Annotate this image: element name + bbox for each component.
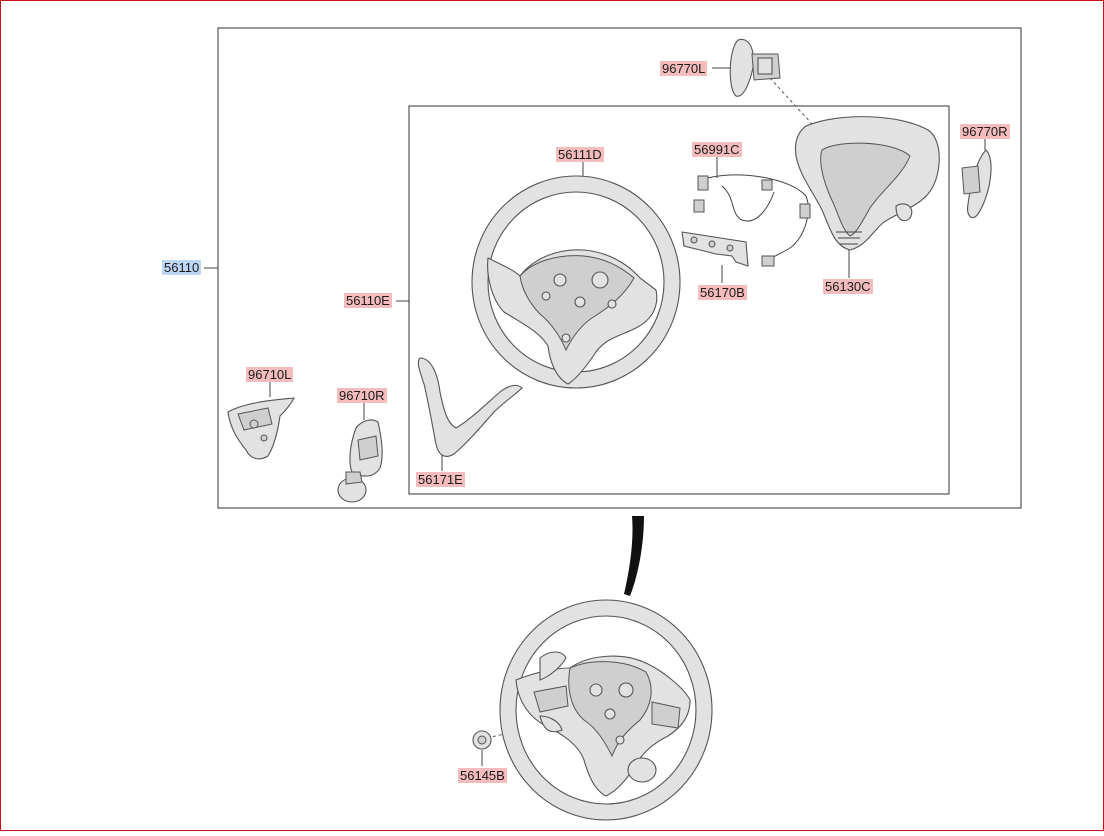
switch-left-part (227, 397, 295, 460)
callout-56110e[interactable]: 56110E (344, 293, 392, 308)
wheel-body-part (471, 175, 681, 389)
callout-56111d[interactable]: 56111D (556, 147, 604, 162)
callout-56991c[interactable]: 56991C (692, 142, 742, 157)
paddle-right-part (961, 149, 992, 219)
subassembly-frame (408, 105, 950, 495)
callout-56171e[interactable]: 56171E (416, 472, 465, 487)
wiring-part (693, 174, 811, 267)
switch-right-part (337, 419, 383, 503)
lower-cover-part (417, 357, 523, 457)
cover-part (794, 116, 940, 251)
assembly-pointer (624, 516, 644, 596)
assembled-wheel-part (499, 599, 713, 821)
callout-56110[interactable]: 56110 (162, 260, 202, 275)
plug-part (472, 730, 492, 750)
callout-56170b[interactable]: 56170B (698, 285, 747, 300)
callout-96710l[interactable]: 96710L (246, 367, 294, 382)
callout-96710r[interactable]: 96710R (337, 388, 387, 403)
callout-56145b[interactable]: 56145B (458, 768, 507, 783)
callout-96770l[interactable]: 96770L (660, 61, 708, 76)
bracket-part (681, 231, 749, 267)
leader-lines (204, 67, 986, 766)
callout-96770r[interactable]: 96770R (960, 124, 1010, 139)
paddle-left-part (729, 39, 781, 97)
callout-56130c[interactable]: 56130C (823, 279, 873, 294)
